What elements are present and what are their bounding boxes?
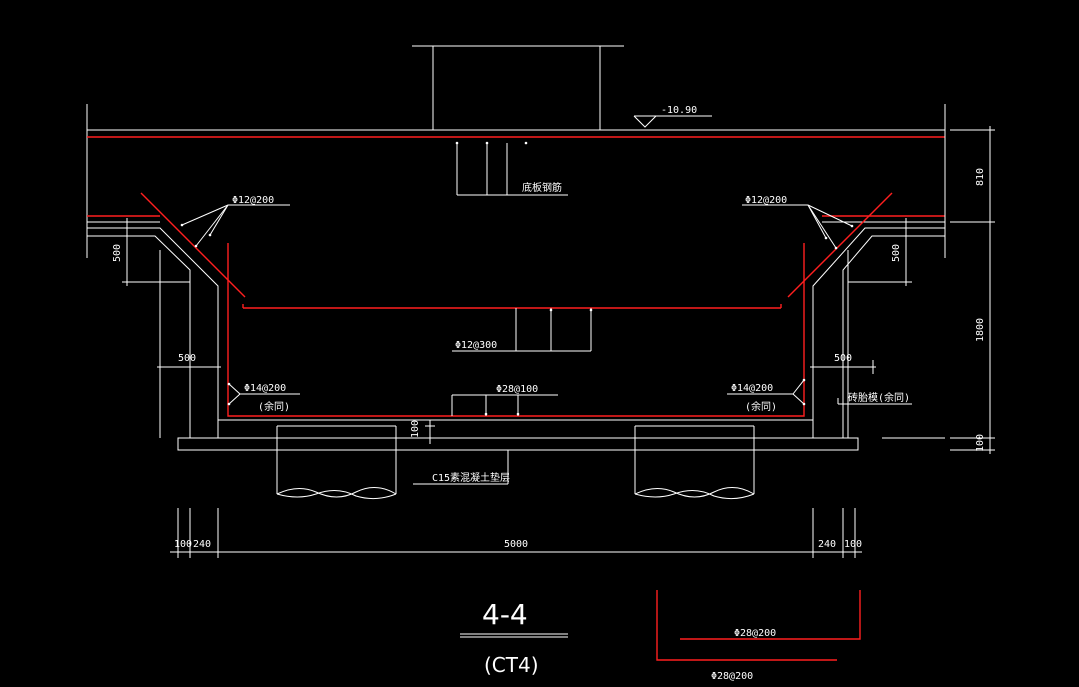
dim-left-500-h-label: 500 [178,353,196,364]
section-title-block: 4-4 (CT4) [460,598,568,677]
dim-bottom-chain: 100 240 5000 240 100 [170,508,862,558]
dim-5000-label: 5000 [504,539,528,550]
brick-wall-note: 砖胎模(余同) [837,391,912,405]
dim-right-500-v-label: 500 [891,244,902,262]
rebar-right-wall-label: Φ14@200 [731,383,773,394]
rebar-left-wall-note: (余同) [258,400,290,413]
dim-240-left-label: 240 [193,539,211,550]
bar-detail: Φ28@200 Φ28@200 [656,590,861,682]
piles [276,425,755,500]
column-stub [412,45,624,130]
dim-center-100: 100 [410,420,435,444]
section-title: 4-4 [482,598,528,631]
dim-right-500-v: 500 [848,218,912,286]
rebar-left-top-label: Φ12@200 [232,195,274,206]
rebar-left-wall: Φ14@200 (余同) [227,382,300,413]
rebar-right-wall: Φ14@200 (余同) [727,378,806,413]
dim-right-500-h-label: 500 [834,353,852,364]
dim-left-500-v-label: 500 [112,244,123,262]
elevation-marker: -10.90 [633,105,712,128]
rebar-right-wall-note: (余同) [745,400,777,413]
pit-outline [87,227,945,451]
rebar-left-wall-label: Φ14@200 [244,383,286,394]
dim-1800-label: 1800 [975,318,986,342]
rebar-bottom-label: Φ28@100 [496,384,538,395]
elevation-label: -10.90 [661,105,697,116]
dim-left-500-h: 500 [157,353,221,374]
dim-right-chain: 810 1800 100 [950,126,995,454]
dim-center-100-label: 100 [410,420,421,438]
dim-100-left-label: 100 [174,539,192,550]
rebar-center: Φ12@300 [452,308,593,352]
top-bar-leader: 底板钢筋 [455,141,568,196]
dim-100-right-label: 100 [975,434,986,452]
dim-100-right-b-label: 100 [844,539,862,550]
cushion-label: C15素混凝土垫层 [432,471,510,484]
cushion-note: C15素混凝土垫层 [413,450,510,485]
rebar-right-top-label: Φ12@200 [745,195,787,206]
rebar-right-top: Φ12@200 [742,195,854,250]
detail-bar-2-label: Φ28@200 [711,671,753,682]
detail-bar-1-label: Φ28@200 [734,628,776,639]
rebar-lines [140,192,893,417]
dim-left-500-v: 500 [112,218,190,286]
dim-right-500-h: 500 [810,353,876,374]
dim-810-label: 810 [975,168,986,186]
rebar-bottom: Φ28@100 [451,384,558,416]
top-slab [86,104,946,258]
section-subtitle: (CT4) [484,653,539,677]
rebar-left-top: Φ12@200 [180,195,290,248]
rebar-center-label: Φ12@300 [455,340,497,351]
dim-240-right-label: 240 [818,539,836,550]
top-bar-note: 底板钢筋 [522,181,562,194]
brick-wall-label: 砖胎模(余同) [848,391,910,404]
